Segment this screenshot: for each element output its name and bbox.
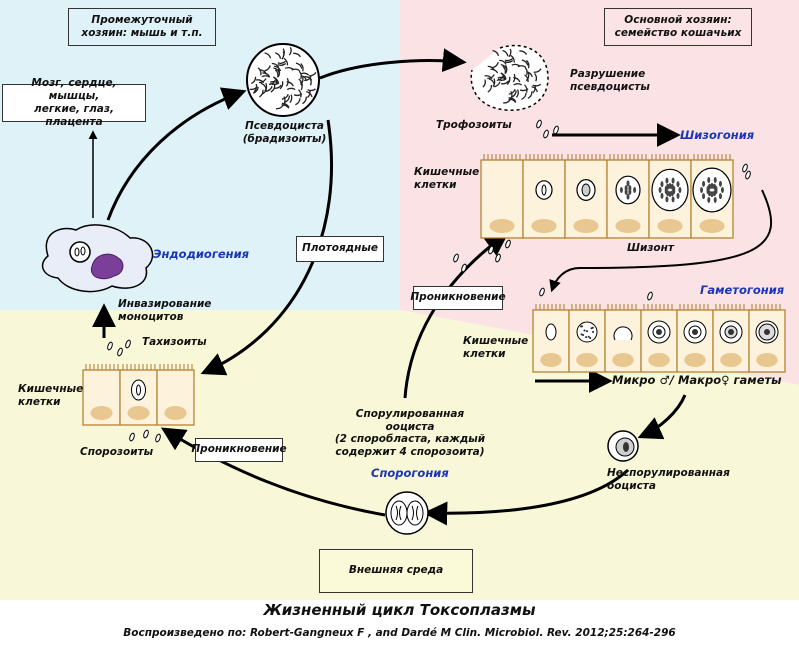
- zoite: [745, 170, 751, 180]
- arrow-to-sporulated: [423, 468, 630, 526]
- cell-nucleus: [576, 353, 598, 367]
- schizont-vacuole: [692, 167, 732, 213]
- stage-schizogony: Шизогония: [680, 128, 755, 142]
- gamete-vacuole: [545, 323, 557, 341]
- pseudocyst-bradyzoites: [246, 43, 320, 117]
- zoite: [453, 253, 459, 263]
- zoite: [742, 163, 748, 173]
- sporulated-oocyst-label: Спорулированная ооциста (2 споробласта, …: [334, 408, 486, 458]
- intestinal-cells-gametogony: [532, 304, 786, 373]
- sporozoites-label: Спорозоиты: [80, 446, 154, 458]
- arrow-to-cat: [319, 48, 467, 80]
- pseudocyst-destruction: [470, 44, 549, 111]
- zoite: [543, 129, 549, 139]
- zoite: [505, 239, 511, 249]
- trophozoites-label: Трофозоиты: [436, 119, 512, 131]
- tachyzoite-figures: [107, 119, 751, 443]
- unsporulated-oocyst-label: Неспорулированная ооциста: [607, 467, 730, 492]
- zoite: [495, 253, 501, 263]
- zoite: [143, 429, 149, 439]
- penetration-box-left: Проникновение: [191, 438, 287, 462]
- pseudocyst-label: Псевдоциста (брадизоиты): [242, 120, 327, 145]
- schizont-vacuole: [615, 175, 641, 205]
- arrow-to-oocyst: [637, 394, 687, 440]
- intestinal-cells-schizogony: [480, 154, 734, 239]
- zoite: [117, 347, 123, 357]
- cell-nucleus: [756, 353, 778, 367]
- stage-endodyogeny: Эндодиогения: [153, 247, 250, 261]
- monocyte-invasion-label: Инвазирование моноцитов: [118, 298, 212, 323]
- cell-nucleus: [540, 353, 562, 367]
- cell-nucleus: [612, 353, 634, 367]
- cell-nucleus: [720, 353, 742, 367]
- figure-source: Воспроизведено по: Robert-Gangneux F , a…: [123, 627, 676, 639]
- schizont-label: Шизонт: [627, 242, 674, 254]
- cell-nucleus: [127, 406, 150, 420]
- carnivores-box: Плотоядные: [296, 236, 384, 262]
- figure-title: Жизненный цикл Токсоплазмы: [263, 601, 536, 619]
- environment-box: Внешняя среда: [319, 549, 473, 593]
- cell-nucleus: [164, 406, 187, 420]
- intestinal-cells-top-label: Кишечные клетки: [414, 166, 480, 191]
- cell-nucleus: [684, 353, 706, 367]
- schizont-vacuole: [535, 180, 553, 200]
- cell-nucleus: [90, 406, 113, 420]
- definitive-host-box: Основной хозяин: семейство кошачьих: [604, 8, 752, 46]
- arrow-schizogony-to-gametogony: [549, 189, 772, 293]
- sporulated-oocyst: [385, 491, 429, 535]
- intestinal-cells-mid-label: Кишечные клетки: [463, 335, 529, 360]
- organs-box: Мозг, сердце, мышцы, легкие, глаз, плаце…: [2, 77, 146, 128]
- cell-nucleus: [648, 353, 670, 367]
- stage-sporogony: Спорогония: [371, 466, 449, 480]
- intestinal-cells-left: [82, 364, 195, 426]
- intestinal-cells-left-label: Кишечные клетки: [18, 383, 84, 408]
- cell-nucleus: [531, 219, 557, 233]
- cell-nucleus: [615, 219, 641, 233]
- zoite: [553, 125, 559, 135]
- pseudocyst-destruction-label: Разрушение псевдоцисты: [570, 68, 650, 93]
- penetration-box-center: Проникновение: [410, 286, 506, 310]
- zoite: [107, 341, 113, 351]
- cell-nucleus: [657, 219, 683, 233]
- arrow-to-pseudocyst: [106, 87, 247, 221]
- stage-gametogony: Гаметогония: [700, 283, 785, 297]
- microgamete: [613, 326, 633, 341]
- schizont-vacuole: [651, 168, 689, 212]
- zoite: [129, 432, 135, 442]
- arrow-carnivores: [200, 119, 333, 376]
- zoite: [461, 263, 467, 273]
- gametes-label: Микро ♂/ Макро♀ гаметы: [612, 373, 782, 387]
- tachyzoites-label: Тахизоиты: [142, 336, 207, 348]
- unsporulated-oocyst: [607, 430, 639, 462]
- monocyte: [41, 224, 154, 293]
- zoite: [155, 433, 161, 443]
- parasitophorous-vacuole: [131, 379, 146, 401]
- zoite: [647, 291, 653, 301]
- cell-nucleus: [699, 219, 725, 233]
- cell-nucleus: [489, 219, 515, 233]
- zoite: [539, 287, 545, 297]
- zoite: [125, 339, 131, 349]
- zoite: [536, 119, 542, 129]
- zoite: [488, 245, 494, 255]
- cell-nucleus: [573, 219, 599, 233]
- intermediate-host-box: Промежуточный хозяин: мышь и т.п.: [68, 8, 216, 46]
- arrow-penetration-left: [160, 427, 386, 517]
